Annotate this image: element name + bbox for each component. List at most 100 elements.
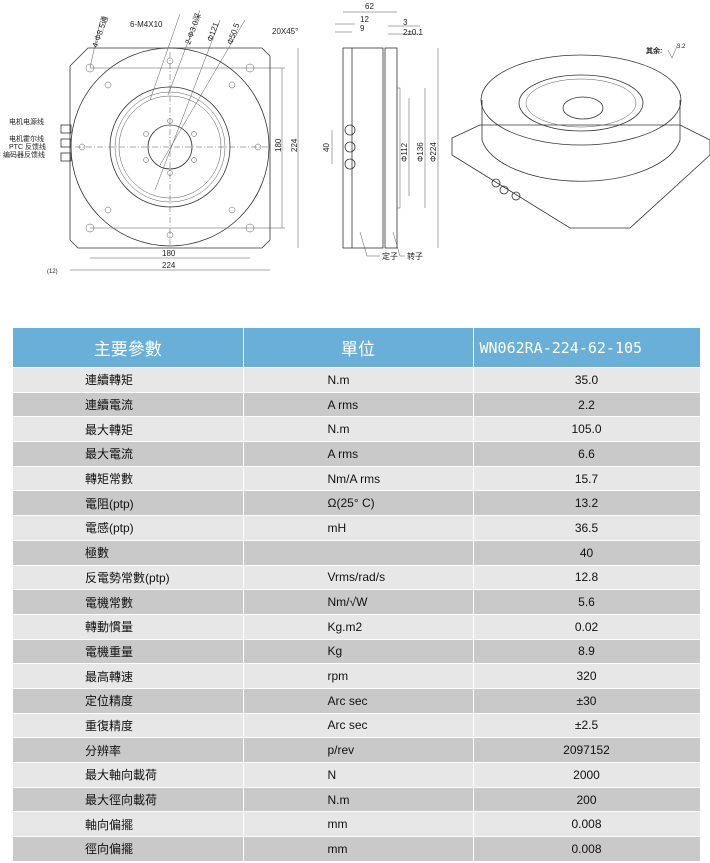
param-cell: 電機重量 bbox=[13, 638, 244, 664]
unit-cell: Arc sec bbox=[243, 712, 474, 738]
param-cell: 最大電流 bbox=[13, 441, 244, 467]
value-cell: 0.008 bbox=[473, 836, 701, 861]
header-model: WN062RA-224-62-105 bbox=[473, 328, 701, 368]
param-cell: 電感(ptp) bbox=[13, 515, 244, 541]
front-view: 4-Φ8.5通 6-M4X10 2-Φ3.0深 Φ121 Φ50.5 20X45… bbox=[3, 9, 299, 275]
param-cell: 最大徑向載荷 bbox=[13, 786, 244, 812]
value-cell: 2097152 bbox=[473, 737, 701, 763]
header-unit: 單位 bbox=[243, 328, 474, 368]
callout-thread: 6-M4X10 bbox=[130, 20, 163, 29]
cable-label-hall: 电机霍尔线 bbox=[9, 134, 44, 143]
value-cell: 35.0 bbox=[473, 367, 701, 393]
dim-dia-136: Φ136 bbox=[416, 142, 425, 162]
dim-40: 40 bbox=[322, 143, 331, 152]
dim-dia-224: Φ224 bbox=[429, 142, 438, 162]
value-cell: 8.9 bbox=[473, 638, 701, 664]
surface-roughness: 3.2 bbox=[677, 44, 686, 50]
dim-offset: (12) bbox=[47, 269, 58, 275]
unit-cell: A rms bbox=[243, 441, 474, 467]
unit-cell: Arc sec bbox=[243, 687, 474, 714]
header-parameter: 主要參數 bbox=[13, 328, 244, 368]
dim-dia-112: Φ112 bbox=[400, 142, 409, 162]
unit-cell: Vrms/rad/s bbox=[243, 564, 474, 590]
side-view: 62 12 9 3 2±0.1 40 Φ112 Φ136 Φ224 定子 转子 bbox=[322, 2, 439, 261]
value-cell: 36.5 bbox=[473, 515, 701, 541]
value-cell: 0.02 bbox=[473, 613, 701, 640]
cable-label-ptc: PTC 反馈线 bbox=[9, 142, 46, 151]
param-cell: 定位精度 bbox=[13, 687, 244, 714]
unit-cell: mm bbox=[243, 836, 474, 861]
dim-12: 12 bbox=[360, 15, 369, 24]
param-cell: 極數 bbox=[13, 539, 244, 565]
value-cell: 2.2 bbox=[473, 391, 701, 417]
label-rotor: 转子 bbox=[407, 251, 423, 261]
unit-cell: N.m bbox=[243, 416, 474, 442]
unit-cell: A rms bbox=[243, 391, 474, 417]
unit-cell: N.m bbox=[243, 786, 474, 812]
unit-cell: Ω(25° C) bbox=[243, 490, 474, 516]
unit-cell: mm bbox=[243, 811, 474, 837]
param-cell: 連續轉矩 bbox=[13, 367, 244, 393]
value-cell: 6.6 bbox=[473, 441, 701, 467]
value-cell: 0.008 bbox=[473, 811, 701, 837]
value-cell: 200 bbox=[473, 786, 701, 812]
unit-cell: mH bbox=[243, 515, 474, 541]
value-cell: 12.8 bbox=[473, 564, 701, 590]
unit-cell bbox=[243, 539, 474, 565]
param-cell: 分辨率 bbox=[13, 737, 244, 763]
unit-cell: Kg bbox=[243, 638, 474, 664]
callout-pin-holes: 2-Φ3.0深 bbox=[183, 12, 203, 46]
dim-width-outer: 224 bbox=[162, 261, 176, 270]
dim-height-outer: 224 bbox=[290, 138, 299, 152]
cable-label-encoder: 编码器反馈线 bbox=[3, 150, 45, 159]
unit-cell: Nm/√W bbox=[243, 589, 474, 615]
value-cell: 5.6 bbox=[473, 589, 701, 615]
isometric-view: 其余: 3.2 bbox=[451, 43, 710, 229]
param-cell: 電機常數 bbox=[13, 589, 244, 615]
value-cell: ±30 bbox=[473, 687, 701, 714]
param-cell: 轉矩常數 bbox=[13, 465, 244, 491]
param-cell: 反電勢常數(ptp) bbox=[13, 564, 244, 590]
param-cell: 軸向偏擺 bbox=[13, 811, 244, 837]
dim-9: 9 bbox=[360, 24, 365, 33]
dim-depth-62: 62 bbox=[365, 2, 374, 11]
unit-cell: Kg.m2 bbox=[243, 613, 474, 640]
value-cell: 13.2 bbox=[473, 490, 701, 516]
unit-cell: N.m bbox=[243, 367, 474, 393]
param-cell: 最大軸向載荷 bbox=[13, 762, 244, 788]
surface-note: 其余: bbox=[646, 46, 662, 55]
unit-cell: N bbox=[243, 762, 474, 788]
dim-2: 2±0.1 bbox=[403, 28, 424, 37]
table-row: 電阻(ptp)Ω(25° C)13.2 bbox=[13, 490, 701, 516]
param-cell: 連續電流 bbox=[13, 391, 244, 417]
dim-height-inner: 180 bbox=[274, 138, 283, 152]
dim-width-inner: 180 bbox=[162, 249, 176, 258]
callout-through-holes: 4-Φ8.5通 bbox=[89, 15, 110, 49]
param-cell: 最高轉速 bbox=[13, 663, 244, 689]
callout-dia-121: Φ121 bbox=[205, 21, 220, 43]
value-cell: ±2.5 bbox=[473, 712, 701, 738]
unit-cell: p/rev bbox=[243, 737, 474, 763]
param-cell: 電阻(ptp) bbox=[13, 490, 244, 516]
value-cell: 2000 bbox=[473, 762, 701, 788]
unit-cell: Nm/A rms bbox=[243, 465, 474, 491]
param-cell: 徑向偏擺 bbox=[13, 836, 244, 861]
